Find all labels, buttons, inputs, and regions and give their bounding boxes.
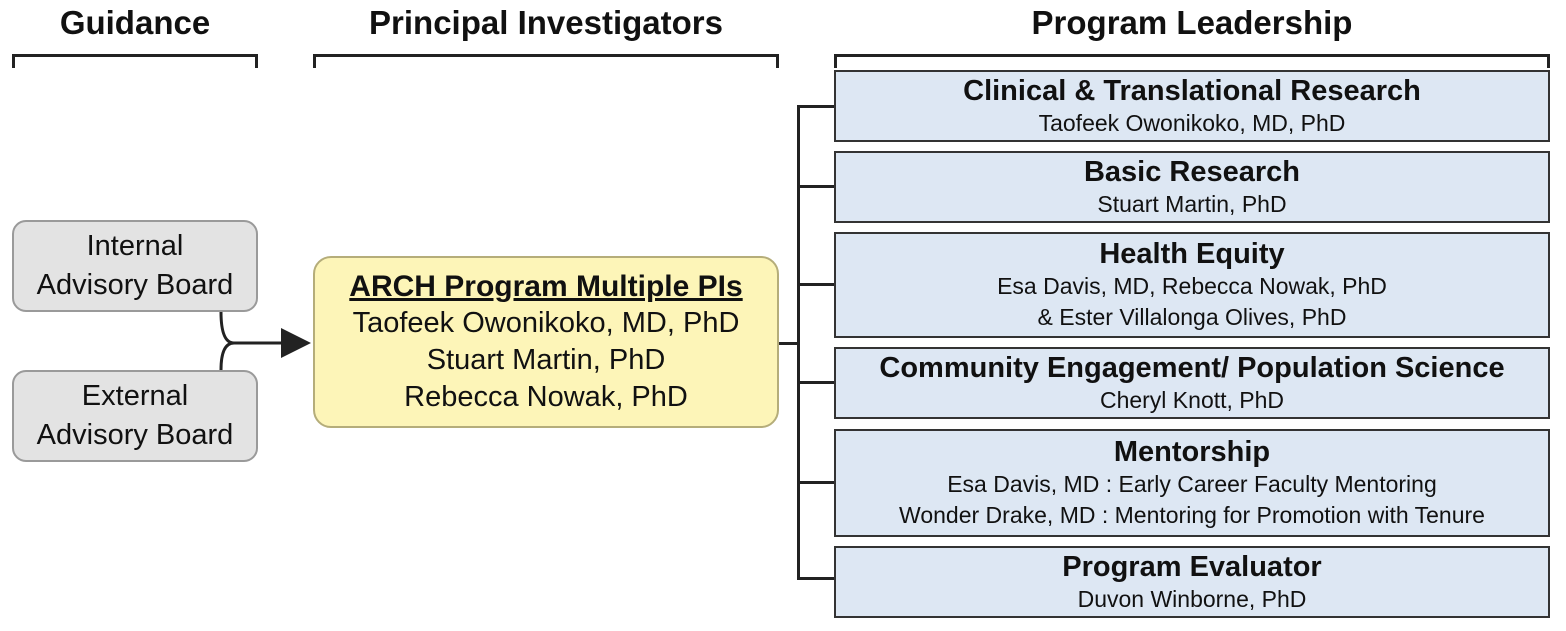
leadership-name: Taofeek Owonikoko, MD, PhD (1038, 109, 1346, 136)
internal-advisory-board: Internal Advisory Board (12, 220, 258, 312)
pi-box-title: ARCH Program Multiple PIs (349, 270, 743, 303)
leadership-title: Mentorship (1113, 436, 1271, 468)
leadership-title: Program Evaluator (1062, 550, 1322, 583)
leadership-box-program-evaluator: Program Evaluator Duvon Winborne, PhD (834, 546, 1550, 618)
internal-advisory-board-line-1: Internal (86, 230, 184, 262)
external-advisory-board-line-1: External (81, 380, 189, 412)
tree-branch (797, 577, 834, 580)
leadership-name: Cheryl Knott, PhD (1099, 386, 1285, 413)
pi-name: Stuart Martin, PhD (426, 344, 666, 376)
header-principal-investigators: Principal Investigators (369, 4, 723, 41)
leadership-box-community-engagement: Community Engagement/ Population Science… (834, 347, 1550, 419)
tree-trunk-line (797, 105, 800, 580)
leadership-box-clinical-translational: Clinical & Translational Research Taofee… (834, 70, 1550, 142)
advisory-curve-bottom (219, 341, 235, 371)
leadership-name: & Ester Villalonga Olives, PhD (1037, 304, 1347, 330)
pi-to-tree-line (779, 342, 799, 345)
leadership-name: Esa Davis, MD : Early Career Faculty Men… (947, 471, 1437, 497)
pi-bracket (313, 54, 779, 68)
leadership-bracket (834, 54, 1550, 68)
arch-program-pi-box: ARCH Program Multiple PIs Taofeek Owonik… (313, 256, 779, 428)
external-advisory-board-line-2: Advisory Board (36, 419, 234, 451)
internal-advisory-board-line-2: Advisory Board (36, 269, 234, 301)
advisory-curve-top (219, 311, 235, 345)
leadership-title: Community Engagement/ Population Science (879, 351, 1505, 384)
leadership-name: Duvon Winborne, PhD (1077, 585, 1307, 612)
external-advisory-board: External Advisory Board (12, 370, 258, 462)
leadership-name: Wonder Drake, MD : Mentoring for Promoti… (899, 502, 1485, 528)
leadership-title: Health Equity (1099, 238, 1285, 270)
tree-branch (797, 283, 834, 286)
leadership-box-health-equity: Health Equity Esa Davis, MD, Rebecca Now… (834, 232, 1550, 338)
advisory-arrowhead (281, 328, 311, 358)
tree-branch (797, 481, 834, 484)
leadership-box-mentorship: Mentorship Esa Davis, MD : Early Career … (834, 429, 1550, 537)
tree-branch (797, 105, 834, 108)
header-guidance: Guidance (59, 4, 211, 41)
header-program-leadership: Program Leadership (1031, 4, 1353, 41)
tree-branch (797, 185, 834, 188)
guidance-bracket (12, 54, 258, 68)
leadership-title: Basic Research (1083, 155, 1301, 188)
leadership-box-basic-research: Basic Research Stuart Martin, PhD (834, 151, 1550, 223)
tree-branch (797, 381, 834, 384)
leadership-name: Stuart Martin, PhD (1097, 190, 1287, 217)
pi-name: Rebecca Nowak, PhD (404, 381, 688, 413)
pi-name: Taofeek Owonikoko, MD, PhD (352, 307, 740, 339)
leadership-title: Clinical & Translational Research (963, 74, 1421, 107)
leadership-name: Esa Davis, MD, Rebecca Nowak, PhD (997, 273, 1387, 299)
